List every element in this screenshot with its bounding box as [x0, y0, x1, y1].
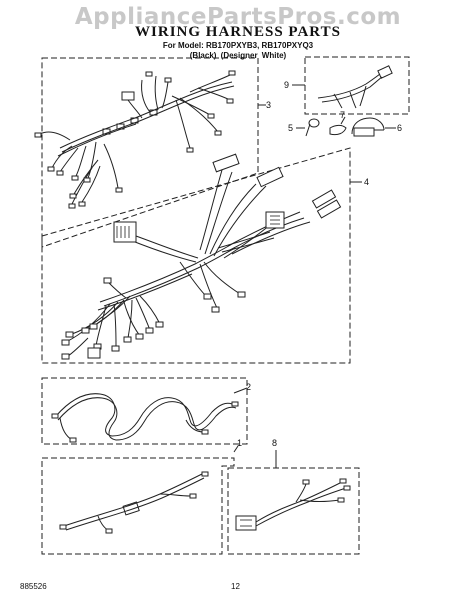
- callout-9: 9: [284, 80, 289, 90]
- harness-part-2: [41, 377, 248, 445]
- doc-number: 885526: [20, 582, 47, 591]
- harness-part-3: [39, 57, 259, 248]
- callout-7: 7: [340, 110, 345, 120]
- watermark: AppliancePartsPros.com: [74, 4, 402, 30]
- callout-2: 2: [246, 382, 251, 392]
- leader-line-1: [233, 445, 239, 453]
- model-line: For Model: RB170PXYB3, RB170PXYQ3: [162, 41, 314, 50]
- part-7: [329, 116, 347, 136]
- callout-4: 4: [364, 177, 369, 187]
- harness-part-8: [227, 467, 360, 555]
- callout-6: 6: [397, 123, 402, 133]
- page-title: WIRING HARNESS PARTS: [135, 24, 341, 40]
- color-line: (Black) (Designer White): [189, 51, 287, 60]
- callout-3: 3: [266, 100, 271, 110]
- leader-line-2: [233, 387, 248, 394]
- part-5: [305, 118, 320, 137]
- harness-part-9: [304, 56, 410, 115]
- callout-5: 5: [288, 123, 293, 133]
- callout-1: 1: [237, 438, 242, 448]
- page-number: 12: [231, 582, 240, 591]
- callout-8: 8: [272, 438, 277, 448]
- part-6: [351, 117, 385, 137]
